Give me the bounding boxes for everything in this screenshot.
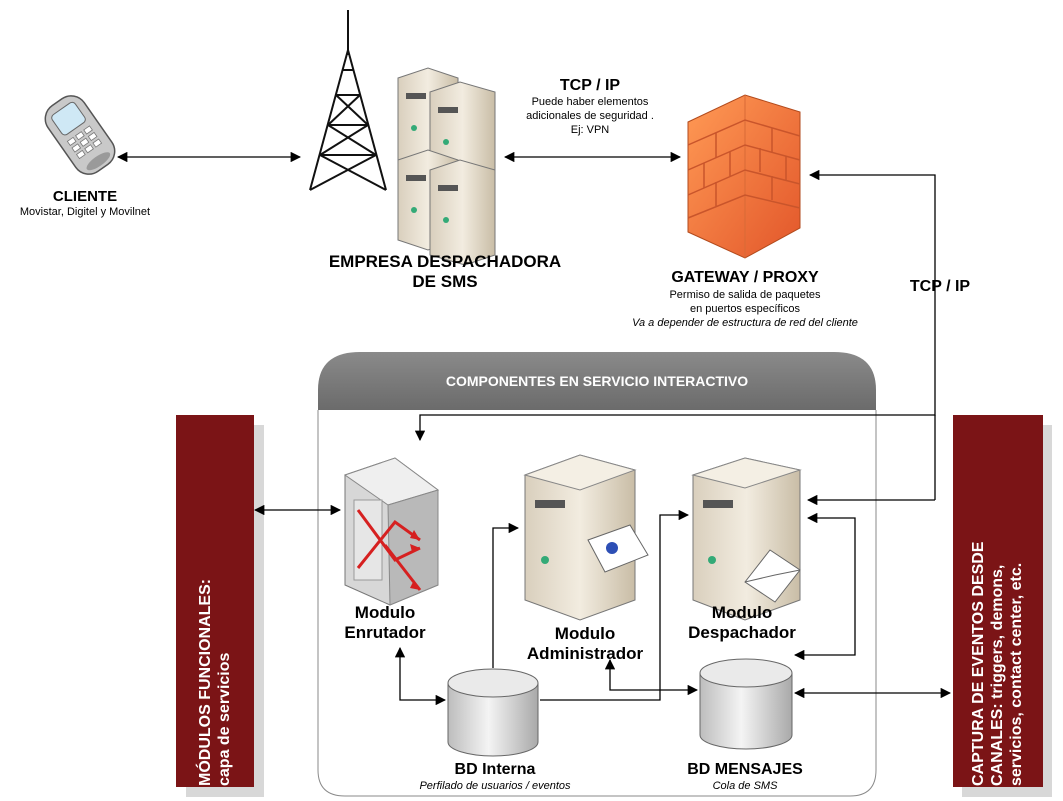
- link-bdinterna-despachador: [540, 509, 690, 701]
- tcp-top-line1: Puede haber elementos: [531, 96, 649, 108]
- bd-mensajes-database-icon: [699, 658, 793, 750]
- administrador-label: Modulo Administrador: [515, 624, 655, 664]
- admin-server-icon: [523, 454, 649, 621]
- dispatcher-server-icon: [691, 457, 802, 621]
- link-admin-bdmensajes: [604, 658, 699, 696]
- tcp-top-line3: Ej: VPN: [570, 124, 610, 136]
- server-cluster-icon: [397, 67, 496, 266]
- router-icon: [343, 457, 440, 606]
- gateway-line1: Permiso de salida de paquetes: [669, 289, 821, 301]
- client-title: CLIENTE: [52, 188, 118, 205]
- antenna-tower-icon: [309, 10, 387, 191]
- right-box-text: CAPTURA DE EVENTOS DESDE CANALES: trigge…: [969, 416, 1027, 786]
- gateway-line3: Va a depender de estructura de red del c…: [632, 317, 858, 329]
- bd-interna-title: BD Interna: [454, 761, 536, 778]
- empresa-label: EMPRESA DESPACHADORA DE SMS: [300, 252, 590, 292]
- panel-title: COMPONENTES EN SERVICIO INTERACTIVO: [445, 373, 749, 389]
- tcp-right-title: TCP / IP: [909, 278, 971, 295]
- despachador-label: Modulo Despachador: [672, 603, 812, 643]
- firewall-icon: [687, 94, 801, 259]
- gateway-label: GATEWAY / PROXY Permiso de salida de paq…: [610, 268, 880, 330]
- bd-interna-database-icon: [447, 668, 539, 757]
- despachador-line1: Modulo: [711, 603, 773, 622]
- left-box-line2: capa de servicios: [216, 652, 233, 786]
- gateway-line2: en puertos específicos: [689, 303, 801, 315]
- bd-mensajes-label: BD MENSAJES Cola de SMS: [670, 760, 820, 793]
- empresa-line2: DE SMS: [412, 272, 478, 291]
- link-bdinterna-admin: [492, 522, 520, 668]
- left-box-text: MÓDULOS FUNCIONALES: capa de servicios: [196, 416, 234, 786]
- right-box-line1: CAPTURA DE EVENTOS DESDE: [970, 541, 987, 786]
- bd-interna-subtitle: Perfilado de usuarios / eventos: [419, 780, 571, 792]
- connectors: [116, 151, 952, 706]
- administrador-line2: Administrador: [526, 644, 644, 663]
- left-box-line1: MÓDULOS FUNCIONALES:: [197, 578, 214, 786]
- tcp-top-label: TCP / IP Puede haber elementos adicional…: [500, 76, 680, 137]
- enrutador-line2: Enrutador: [344, 623, 426, 642]
- bd-mensajes-title: BD MENSAJES: [687, 761, 803, 778]
- gateway-title: GATEWAY / PROXY: [671, 269, 819, 286]
- enrutador-label: Modulo Enrutador: [330, 603, 440, 643]
- empresa-line1: EMPRESA DESPACHADORA: [328, 252, 562, 271]
- left-functional-box: [176, 415, 264, 797]
- tcp-top-line2: adicionales de seguridad .: [526, 110, 654, 122]
- administrador-line1: Modulo: [554, 624, 616, 643]
- bd-mensajes-subtitle: Cola de SMS: [712, 780, 778, 792]
- link-despachador-bdmensajes: [793, 512, 856, 661]
- tcp-right-label: TCP / IP: [895, 278, 985, 296]
- right-capture-box: [953, 415, 1052, 797]
- right-box-line2: CANALES: triggers, demons,: [989, 564, 1006, 786]
- bd-interna-label: BD Interna Perfilado de usuarios / event…: [400, 760, 590, 793]
- despachador-line2: Despachador: [688, 623, 796, 642]
- phone-icon: [44, 95, 116, 175]
- tcp-top-title: TCP / IP: [559, 77, 621, 94]
- client-subtitle: Movistar, Digitel y Movilnet: [19, 206, 151, 218]
- right-box-line3: servicios, contact center, etc.: [1008, 562, 1025, 786]
- client-label: CLIENTE Movistar, Digitel y Movilnet: [0, 188, 170, 219]
- enrutador-line1: Modulo: [354, 603, 416, 622]
- link-enrutador-bdinterna: [394, 646, 447, 706]
